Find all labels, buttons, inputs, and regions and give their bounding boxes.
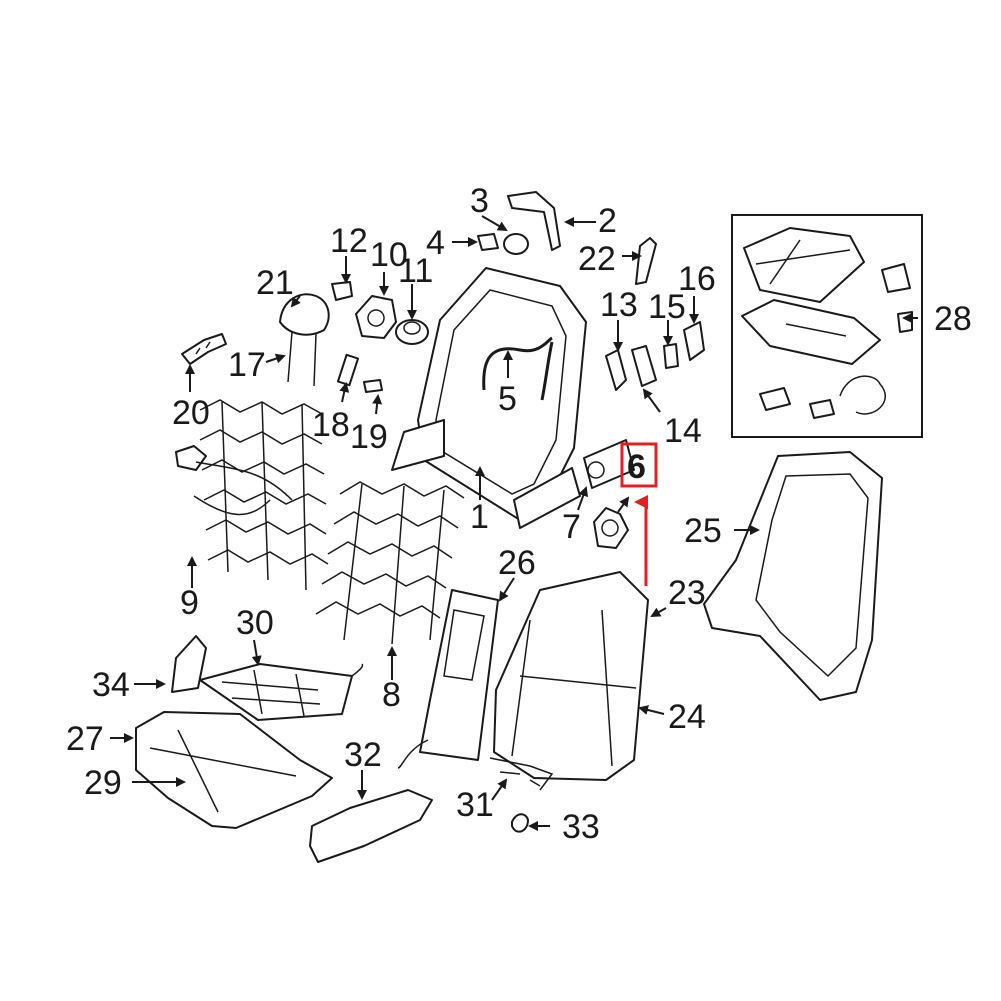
screw-18 — [336, 353, 360, 387]
spring-mat-8 — [315, 481, 465, 645]
callout-20: 20 — [172, 394, 210, 432]
callout-25: 25 — [684, 512, 722, 550]
callout-18: 18 — [312, 406, 350, 444]
callout-29: 29 — [84, 764, 122, 802]
backrest-cover-24 — [493, 571, 649, 781]
callout-14: 14 — [664, 412, 702, 450]
back-panel-25 — [703, 451, 883, 701]
spring-mat-9 — [175, 399, 329, 591]
nut-12 — [331, 281, 353, 301]
heater-pad-30 — [199, 663, 364, 721]
callout-31: 31 — [456, 786, 494, 824]
knob-11 — [395, 319, 429, 345]
callout-5: 5 — [498, 380, 517, 418]
heater-mat-26 — [397, 589, 499, 769]
handle-6 — [593, 507, 629, 549]
callout-labels: 1 2 3 4 5 7 8 9 10 11 12 13 14 15 16 17 … — [66, 182, 972, 846]
latch-14 — [631, 345, 657, 387]
callout-1: 1 — [470, 498, 489, 536]
plug-33 — [511, 813, 529, 833]
callout-26: 26 — [498, 544, 536, 582]
strip-31 — [489, 757, 554, 791]
side-trim-32 — [309, 789, 433, 863]
callout-33: 33 — [562, 808, 600, 846]
callout-10: 10 — [370, 236, 408, 274]
connector-34 — [171, 635, 207, 693]
callout-2: 2 — [598, 202, 617, 240]
callout-16: 16 — [678, 260, 716, 298]
callout-8: 8 — [382, 676, 401, 714]
callout-32: 32 — [344, 736, 382, 774]
callout-34: 34 — [92, 666, 130, 704]
callout-27: 27 — [66, 720, 104, 758]
callout-28: 28 — [934, 300, 972, 338]
cover-16 — [683, 321, 705, 361]
callout-21: 21 — [256, 264, 294, 302]
callout-11: 11 — [398, 252, 433, 290]
clip-20 — [181, 333, 227, 365]
leader-lines — [110, 215, 918, 831]
callout-12: 12 — [330, 222, 368, 260]
callout-9: 9 — [180, 584, 199, 622]
callout-24: 24 — [668, 698, 706, 736]
kit-box-28 — [731, 214, 923, 438]
callout-7: 7 — [562, 508, 581, 546]
motor-10 — [355, 295, 397, 339]
callout-4: 4 — [426, 224, 445, 262]
seat-cushion-27 — [135, 711, 333, 829]
callout-22: 22 — [578, 240, 616, 278]
callout-15: 15 — [648, 288, 686, 326]
bushing-3 — [503, 233, 529, 255]
callout-3: 3 — [470, 182, 489, 220]
clip-15 — [663, 343, 679, 369]
latch-13 — [605, 349, 627, 391]
callout-13: 13 — [600, 286, 638, 324]
callout-17: 17 — [228, 346, 266, 384]
bracket-2 — [507, 191, 561, 251]
headrest-21 — [279, 293, 330, 387]
seatback-frame-1 — [391, 267, 587, 529]
highlight-box — [620, 442, 658, 488]
bolt-19 — [363, 379, 383, 393]
pin-4 — [477, 233, 499, 251]
callout-19: 19 — [350, 418, 388, 456]
callout-6: 6 — [627, 448, 646, 486]
gas-spring-22 — [635, 237, 657, 285]
callout-30: 30 — [236, 604, 274, 642]
callout-23: 23 — [668, 574, 706, 612]
highlight-callout-6: 6 — [620, 442, 658, 586]
